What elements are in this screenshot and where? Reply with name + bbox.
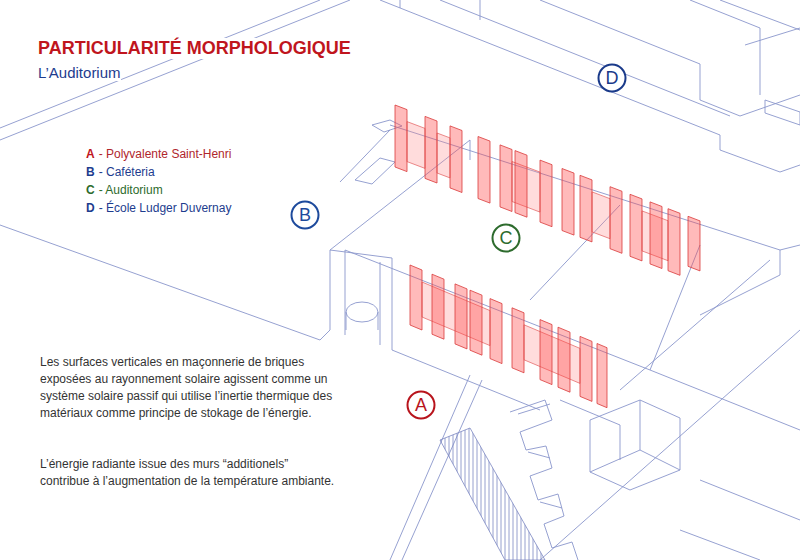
key-letter: A: [86, 148, 95, 162]
circle-letter: A: [415, 396, 427, 414]
circle-text-box: C: [491, 223, 521, 253]
circle-text-box: A: [406, 390, 436, 420]
circle-letter: B: [299, 206, 311, 224]
letter-circle: B: [290, 200, 320, 230]
circle-shape: [292, 202, 319, 229]
circle-shape: [599, 65, 626, 92]
letter-circle: C: [491, 223, 521, 253]
note-paragraph: Les surfaces verticales en maçonnerie de…: [40, 354, 340, 422]
key-letter: C: [86, 184, 95, 198]
key-text: - Caféteria: [99, 166, 155, 180]
circle-shape: [408, 392, 435, 419]
circle-letter: D: [606, 69, 619, 87]
key-letter: B: [86, 166, 95, 180]
key-text: - Auditorium: [99, 184, 163, 198]
circle-text-box: D: [597, 63, 627, 93]
circle-letter: C: [500, 229, 513, 247]
key-letter: D: [86, 202, 95, 216]
circle-shape: [493, 225, 520, 252]
subtitle: L’Auditorium: [38, 64, 121, 81]
key-text: - Polyvalente Saint-Henri: [99, 148, 232, 162]
circle-text-box: B: [290, 200, 320, 230]
title: PARTICULARITÉ MORPHOLOGIQUE: [38, 38, 351, 59]
note-paragraph: L’énergie radiante issue des murs “addit…: [40, 456, 340, 490]
letter-circle: D: [597, 63, 627, 93]
key-text: - École Ludger Duvernay: [99, 202, 232, 216]
letter-circle: A: [406, 390, 436, 420]
